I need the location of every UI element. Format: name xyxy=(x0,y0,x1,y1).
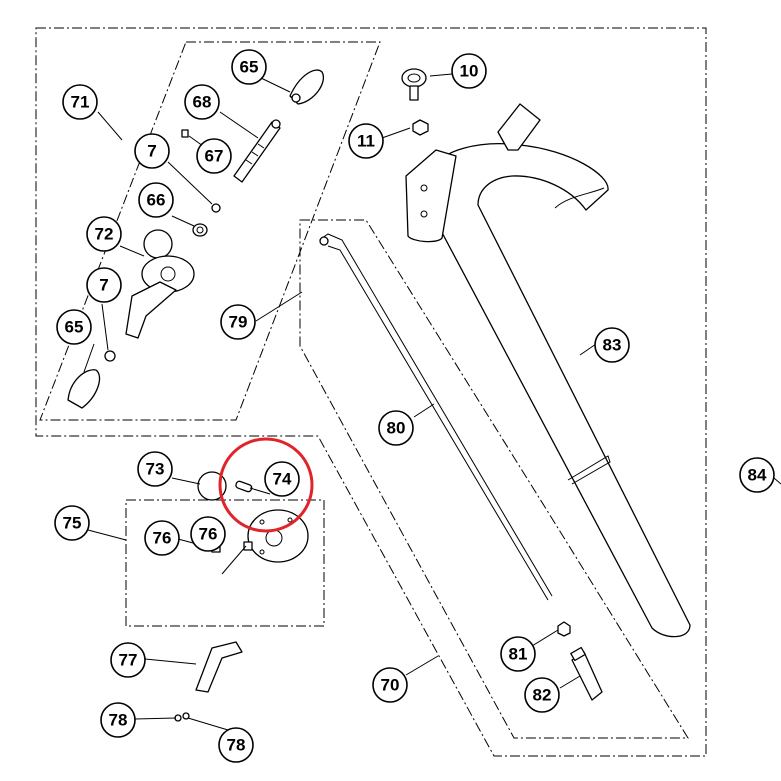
callout-76-left: 76 xyxy=(144,520,180,556)
svg-text:81: 81 xyxy=(509,645,528,664)
svg-text:68: 68 xyxy=(193,93,212,112)
callout-80: 80 xyxy=(378,410,414,446)
callout-70: 70 xyxy=(372,667,408,703)
callout-82: 82 xyxy=(524,677,560,713)
subassembly-79-boundary xyxy=(299,219,689,739)
callout-71: 71 xyxy=(62,84,98,120)
svg-text:80: 80 xyxy=(387,419,406,438)
screw-78-b xyxy=(182,712,190,720)
svg-text:76: 76 xyxy=(153,529,172,548)
pin-74 xyxy=(235,480,253,493)
svg-text:73: 73 xyxy=(146,460,165,479)
eye-bolt-10 xyxy=(401,68,427,101)
callout-81: 81 xyxy=(500,636,536,672)
svg-text:72: 72 xyxy=(95,225,114,244)
svg-text:71: 71 xyxy=(71,93,90,112)
svg-text:11: 11 xyxy=(357,132,375,151)
circlip-7-top xyxy=(211,203,221,213)
callout-77: 77 xyxy=(110,642,146,678)
callout-11: 11 xyxy=(348,123,384,159)
washer-66 xyxy=(192,223,208,237)
svg-text:77: 77 xyxy=(119,651,138,670)
callout-78-right: 78 xyxy=(218,727,254,763)
callout-84: 84 xyxy=(739,457,775,493)
callout-79: 79 xyxy=(220,304,256,340)
svg-text:78: 78 xyxy=(109,711,128,730)
svg-text:70: 70 xyxy=(381,676,400,695)
assembly-boundary xyxy=(35,27,707,757)
subassembly-71-boundary xyxy=(39,41,381,421)
tube-83 xyxy=(429,143,691,638)
circlip-7-bottom xyxy=(104,350,116,362)
callout-65-bottom: 65 xyxy=(56,309,92,345)
svg-text:83: 83 xyxy=(603,336,622,355)
hub-72 xyxy=(125,229,195,339)
callout-68: 68 xyxy=(184,84,220,120)
bushing-76-b xyxy=(243,541,253,551)
svg-text:65: 65 xyxy=(65,318,84,337)
screw-67 xyxy=(181,129,189,138)
callout-78-left: 78 xyxy=(100,702,136,738)
bolt-82 xyxy=(570,646,603,701)
svg-text:76: 76 xyxy=(199,525,218,544)
svg-text:66: 66 xyxy=(147,191,166,210)
svg-text:79: 79 xyxy=(229,313,248,332)
nut-81 xyxy=(557,621,571,637)
callout-83: 83 xyxy=(594,327,630,363)
nut-11 xyxy=(412,119,429,136)
rod-80 xyxy=(319,233,553,601)
callout-65-top: 65 xyxy=(231,49,267,85)
callout-76-right: 76 xyxy=(190,516,226,552)
callout-75: 75 xyxy=(54,505,90,541)
highlight-ring-74 xyxy=(218,437,314,533)
svg-text:65: 65 xyxy=(240,58,259,77)
plug-65-bottom xyxy=(67,369,101,409)
svg-text:74: 74 xyxy=(273,470,292,489)
svg-text:78: 78 xyxy=(227,736,246,755)
callout-74: 74 xyxy=(264,461,300,497)
callout-73: 73 xyxy=(137,451,173,487)
subassembly-75-boundary xyxy=(125,499,325,627)
callout-10: 10 xyxy=(451,53,487,89)
callout-67: 67 xyxy=(196,138,232,174)
svg-text:82: 82 xyxy=(533,686,552,705)
callout-66: 66 xyxy=(138,182,174,218)
plug-65-top xyxy=(289,69,324,105)
callout-7-top: 7 xyxy=(134,133,170,169)
svg-text:7: 7 xyxy=(147,142,156,161)
svg-text:84: 84 xyxy=(748,466,767,485)
callout-7-bottom: 7 xyxy=(86,267,122,303)
callout-72: 72 xyxy=(86,216,122,252)
svg-text:75: 75 xyxy=(63,514,82,533)
svg-text:7: 7 xyxy=(99,276,108,295)
tube-bracket xyxy=(405,103,541,243)
bracket-77 xyxy=(195,641,243,693)
svg-text:10: 10 xyxy=(460,62,479,81)
pin-68 xyxy=(233,119,281,183)
svg-text:67: 67 xyxy=(205,147,224,166)
